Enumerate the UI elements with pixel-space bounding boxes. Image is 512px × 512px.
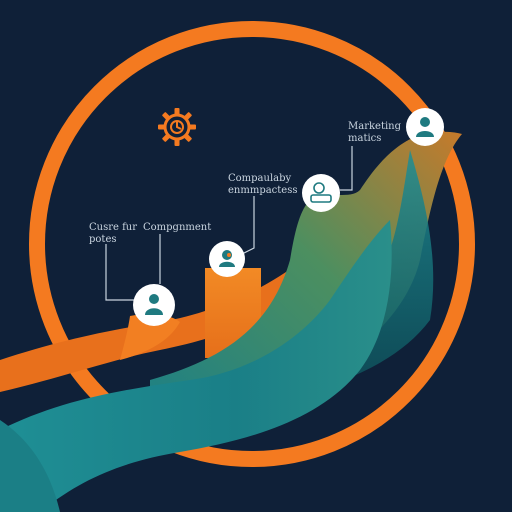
label-marketing-line2: matics (348, 133, 382, 144)
label-marketing: Marketing matics (348, 121, 401, 145)
node-marketing[interactable] (406, 108, 444, 146)
label-compatibility: Compaulaby enmmpactess (228, 173, 298, 197)
label-compatibility-line2: enmmpactess (228, 185, 298, 196)
label-compatibility-line1: Compaulaby (228, 173, 292, 184)
label-customer: Cusre fur potes (89, 222, 137, 246)
label-component-line1: Compgnment (143, 222, 212, 233)
person-icon (416, 117, 434, 137)
gear-icon (158, 108, 196, 146)
teal-curl-bottom (0, 420, 60, 512)
upper-ribbon (150, 131, 462, 432)
person-icon (145, 294, 163, 315)
connector-customer (105, 244, 134, 301)
node-component[interactable] (209, 241, 245, 277)
label-customer-line1: Cusre fur (89, 222, 138, 233)
node-compatibility[interactable] (302, 174, 340, 212)
label-customer-line2: potes (89, 234, 117, 245)
label-component: Compgnment (143, 222, 211, 234)
node-customer[interactable] (133, 284, 175, 326)
connector-marketing (340, 146, 353, 191)
label-marketing-line1: Marketing (348, 121, 402, 132)
teal-ribbon-main (0, 220, 392, 512)
orange-curl (120, 314, 180, 360)
person-badge-icon (219, 250, 235, 267)
orange-ring (29, 21, 475, 467)
person-card-icon (310, 182, 332, 203)
